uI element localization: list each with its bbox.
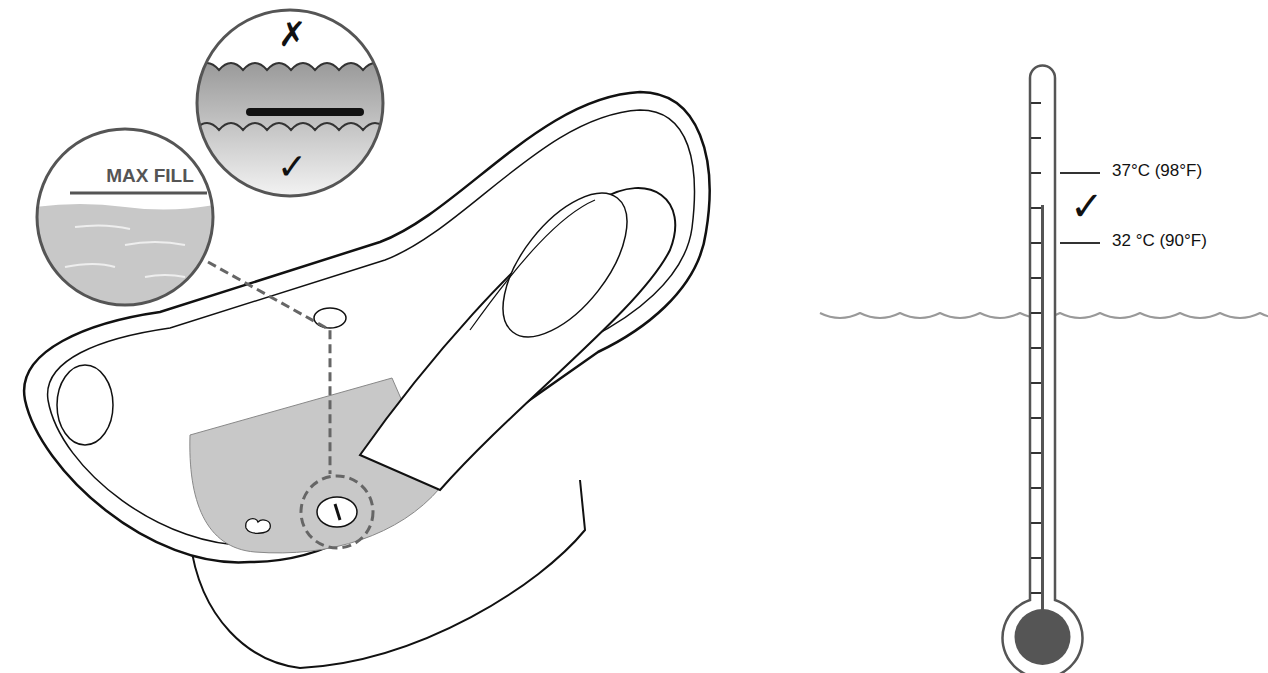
drain — [317, 497, 357, 527]
tick — [1031, 382, 1041, 384]
check-mark-text: ✓ — [1070, 184, 1104, 228]
tick — [1031, 347, 1041, 349]
mark-line — [1060, 172, 1100, 174]
mercury — [1041, 205, 1044, 615]
circle-text: ✓ — [277, 146, 307, 188]
circle-text-text: MAX FILL — [106, 165, 194, 186]
seat-pad — [480, 172, 651, 358]
tick — [1031, 312, 1041, 314]
scale-ticks — [1031, 103, 1041, 593]
check-mark: ✓ — [1070, 183, 1104, 229]
circle-outline — [35, 127, 215, 307]
circle-text-text: ✗ — [278, 15, 306, 53]
temperature-label: 32 °C (90°F) — [1112, 231, 1207, 251]
tick — [1031, 592, 1041, 594]
tick — [1031, 417, 1041, 419]
drain-mark — [335, 504, 340, 520]
tick — [1031, 172, 1041, 174]
tick — [1031, 102, 1041, 104]
temperature-label-text: 37°C (98°F) — [1112, 161, 1202, 180]
circle-text-text: ✓ — [277, 146, 307, 187]
circle-text: ✗ — [278, 14, 306, 54]
duck-icon — [246, 519, 270, 534]
tick — [1031, 487, 1041, 489]
seat-line — [470, 200, 595, 330]
temperature-label: 37°C (98°F) — [1112, 161, 1202, 181]
detail-circle-max: MAX FILL — [35, 127, 215, 307]
thermometer-bulb — [1015, 609, 1071, 665]
leader-line — [208, 262, 330, 474]
seat — [360, 188, 675, 490]
tick — [1031, 207, 1041, 209]
tick — [1031, 277, 1041, 279]
tick — [1031, 137, 1041, 139]
tick — [1031, 242, 1041, 244]
thermometer — [1003, 66, 1083, 673]
tub-handle — [57, 365, 113, 445]
circle-text: MAX FILL — [106, 165, 194, 187]
tub-rim — [24, 92, 709, 562]
detail-circle — [301, 476, 373, 548]
tick — [1031, 522, 1041, 524]
detail-circle-level: ✗✓ — [195, 8, 385, 198]
mark-line — [1060, 242, 1100, 244]
tick — [1031, 452, 1041, 454]
temperature-label-text: 32 °C (90°F) — [1112, 231, 1207, 250]
tick — [1031, 557, 1041, 559]
